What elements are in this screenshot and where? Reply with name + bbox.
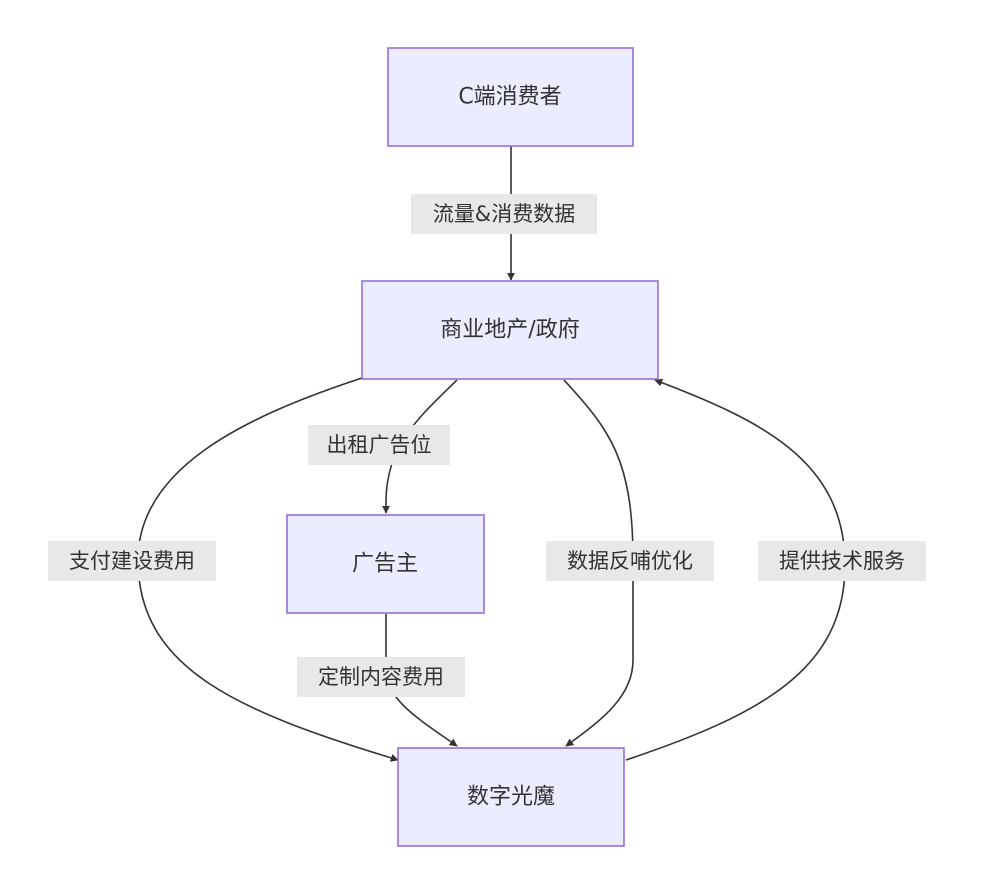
node-advertiser-label: 广告主 [352, 552, 418, 577]
label-traffic-data-text: 流量&消费数据 [433, 202, 575, 226]
node-realestate: 商业地产/政府 [361, 280, 659, 380]
node-consumer: C端消费者 [387, 47, 634, 147]
label-data-feedback: 数据反哺优化 [546, 541, 714, 581]
label-custom-content-fee: 定制内容费用 [297, 657, 465, 697]
label-data-feedback-text: 数据反哺优化 [567, 549, 693, 573]
edges [137, 146, 846, 762]
node-advertiser: 广告主 [286, 514, 485, 614]
label-rent-ad-slot: 出租广告位 [308, 425, 450, 465]
label-custom-content-fee-text: 定制内容费用 [318, 665, 444, 689]
node-guangmo-label: 数字光魔 [467, 785, 555, 810]
edge-labels: 流量&消费数据 出租广告位 支付建设费用 定制内容费用 数据反哺优化 提供技术服… [48, 194, 926, 697]
label-pay-build-fee-text: 支付建设费用 [69, 549, 195, 573]
label-tech-service-text: 提供技术服务 [779, 549, 905, 573]
label-rent-ad-slot-text: 出租广告位 [327, 433, 432, 457]
label-tech-service: 提供技术服务 [758, 541, 926, 581]
node-guangmo: 数字光魔 [397, 747, 625, 847]
label-traffic-data: 流量&消费数据 [411, 194, 597, 234]
nodes: C端消费者 商业地产/政府 广告主 数字光魔 [286, 47, 659, 847]
node-realestate-label: 商业地产/政府 [440, 318, 579, 343]
label-pay-build-fee: 支付建设费用 [48, 541, 216, 581]
node-consumer-label: C端消费者 [458, 85, 561, 110]
